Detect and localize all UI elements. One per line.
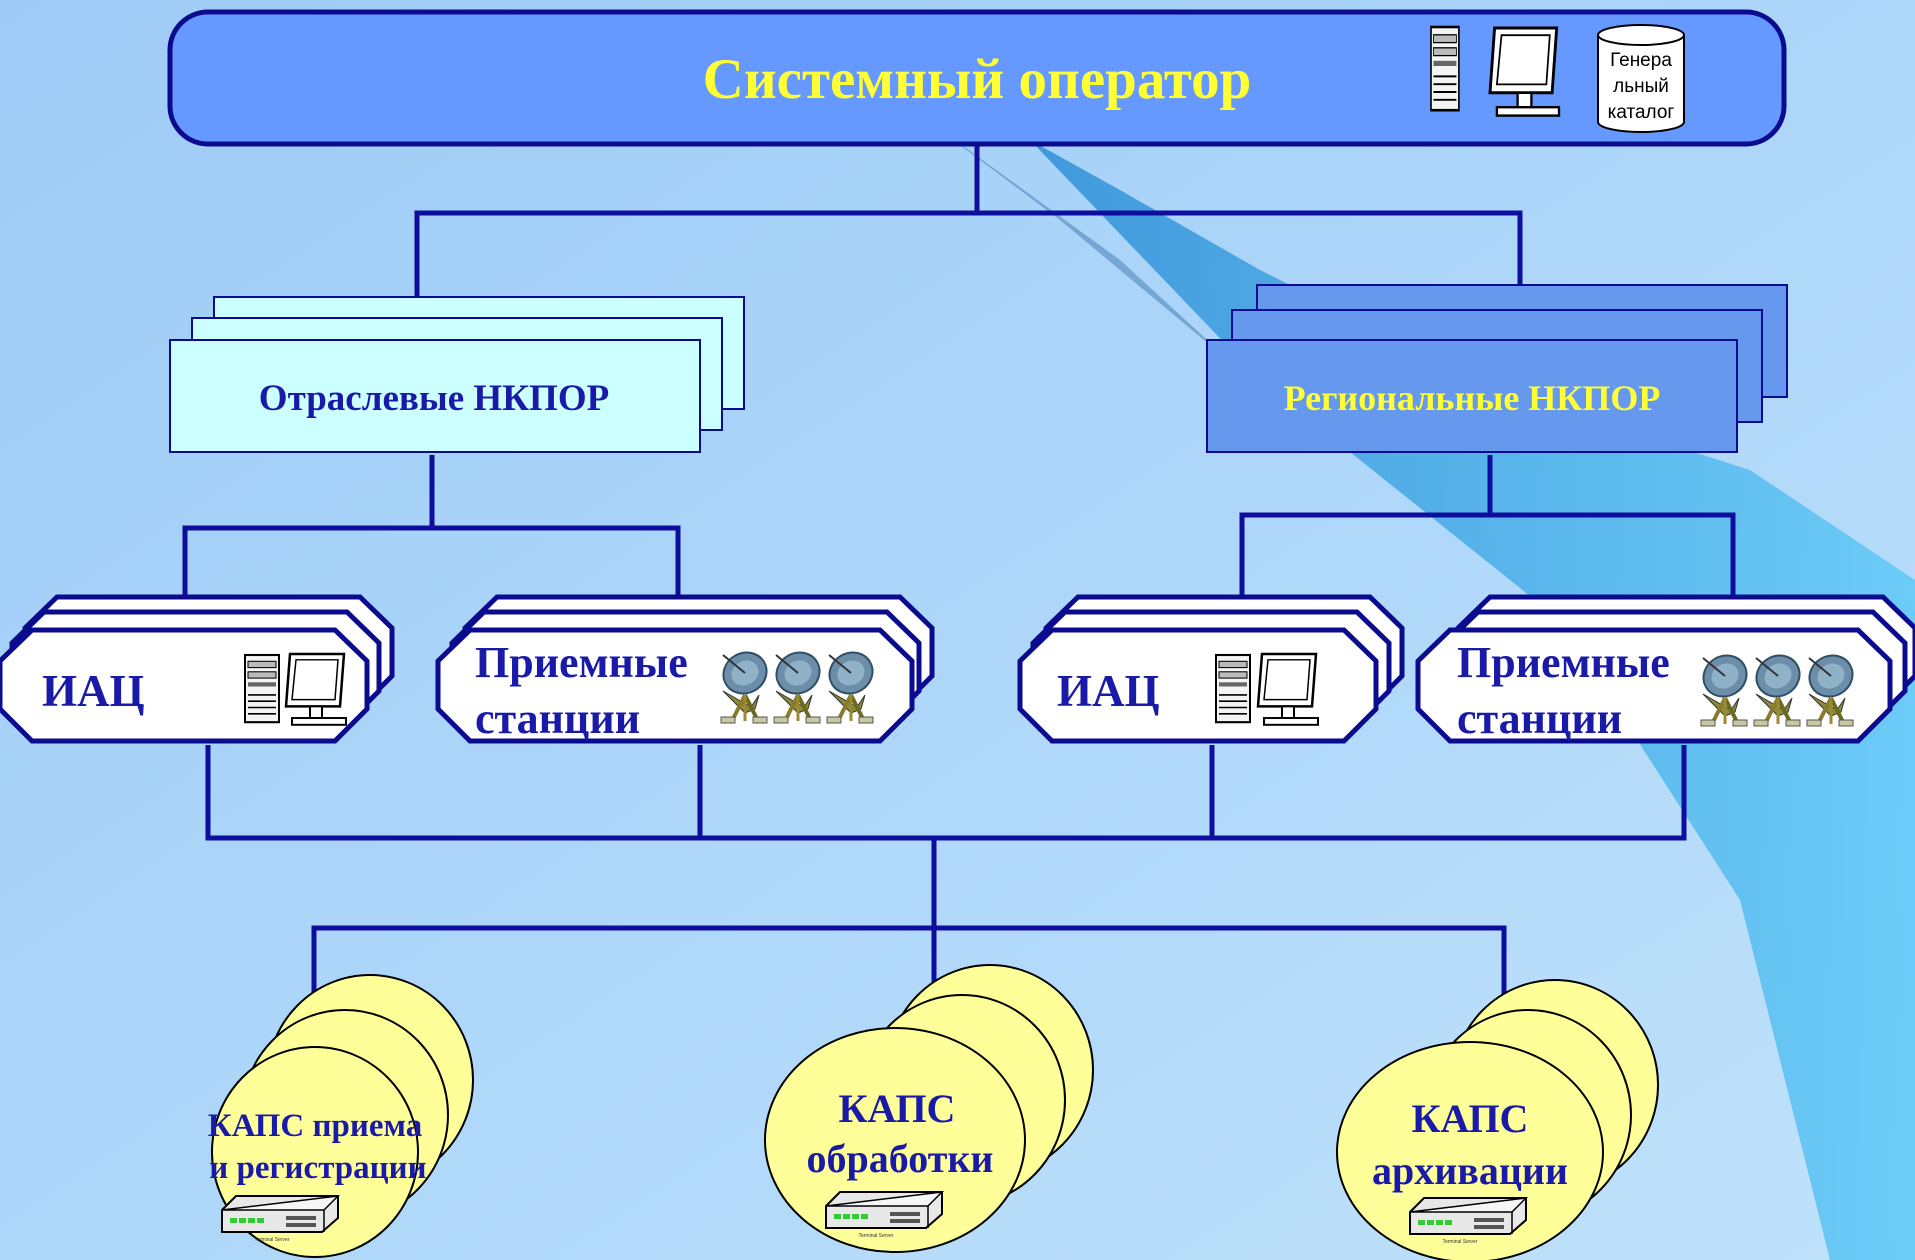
server-icon (1214, 653, 1252, 724)
terminal-server-icon (1409, 1197, 1527, 1235)
iac-right-label: ИАЦ (1057, 666, 1160, 716)
kaps-archiving-line-1: КАПС (1412, 1096, 1529, 1141)
terminal-server-caption: Terminal Server (254, 1237, 289, 1243)
stations-left-node[interactable]: Приемные станции (435, 594, 935, 744)
kaps-reception-node[interactable]: КАПС приема и регистрации Terminal Serve… (208, 974, 474, 1258)
system-operator-header[interactable]: Системный оператор Генера льный каталог (167, 9, 1787, 147)
header-title: Системный оператор (703, 48, 1252, 111)
kaps-processing-node[interactable]: КАПС обработки Terminal Server (764, 964, 1094, 1253)
branch-nkpor-label: Отраслевые НКПОР (259, 378, 609, 419)
terminal-server-caption: Terminal Server (858, 1233, 893, 1239)
regional-nkpor-node[interactable]: Региональные НКПОР (1206, 284, 1788, 453)
stations-right-line-2: станции (1457, 694, 1622, 743)
connector-lines (182, 143, 1736, 1005)
stations-right-line-1: Приемные (1457, 638, 1670, 687)
terminal-server-icon (221, 1195, 339, 1233)
kaps-archiving-node[interactable]: КАПС архивации Terminal Server (1336, 979, 1659, 1260)
kaps-reception-line-1: КАПС приема (208, 1108, 422, 1144)
kaps-reception-line-2: и регистрации (209, 1150, 426, 1186)
server-icon (243, 653, 281, 724)
stations-right-node[interactable]: Приемные станции (1415, 594, 1915, 744)
iac-left-node[interactable]: ИАЦ (0, 594, 395, 744)
kaps-processing-line-2: обработки (807, 1136, 994, 1181)
server-icon (1429, 25, 1461, 112)
stations-left-line-2: станции (475, 694, 640, 743)
catalog-line-1: Генера (1610, 50, 1672, 71)
iac-right-node[interactable]: ИАЦ (1017, 594, 1405, 744)
catalog-line-2: льный (1613, 76, 1669, 97)
stations-left-line-1: Приемные (475, 638, 688, 687)
general-catalog: Генера льный каталог (1597, 24, 1685, 133)
kaps-archiving-line-2: архивации (1372, 1148, 1568, 1193)
regional-nkpor-label: Региональные НКПОР (1284, 378, 1661, 418)
terminal-server-icon (825, 1191, 943, 1229)
terminal-server-caption: Terminal Server (1442, 1239, 1477, 1245)
branch-nkpor-node[interactable]: Отраслевые НКПОР (169, 296, 745, 453)
catalog-line-3: каталог (1608, 102, 1675, 123)
iac-left-label: ИАЦ (42, 666, 145, 716)
kaps-processing-line-1: КАПС (839, 1086, 956, 1131)
